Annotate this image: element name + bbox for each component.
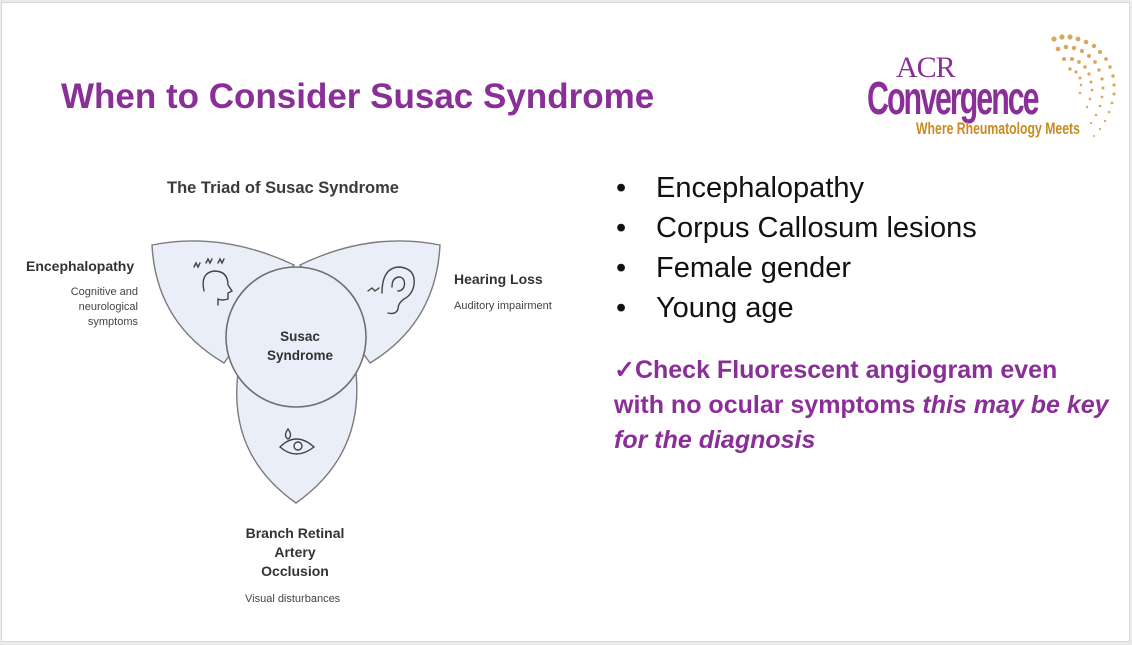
susac-center-circle [225,266,367,408]
logo-dots-graphic [1051,34,1116,137]
brao-heading-line1: Branch Retinal [245,525,345,541]
hearing-loss-description: Auditory impairment [454,300,552,312]
acr-convergence-logo: ACR Convergence Where Rheumatology Meets [864,29,1124,149]
brao-petal [236,372,358,504]
bullet-item: Young age [612,288,977,328]
slide-title: When to Consider Susac Syndrome [61,77,655,116]
check-mark-icon: ✓ [614,356,635,384]
ear-icon [367,266,415,315]
head-thinking-icon [193,257,234,306]
note-text: Check Fluorescent angiogram even with no… [614,356,1058,419]
brao-heading-line2: Artery [274,544,316,560]
encephalopathy-desc-line3: symptoms [87,316,138,328]
brao-description: Visual disturbances [245,593,341,605]
diagram-title: The Triad of Susac Syndrome [167,179,399,197]
bullet-item: Encephalopathy [612,168,977,208]
logo-convergence-text: Convergence [867,72,1040,124]
center-label-line1: Susac [280,329,320,344]
triad-venn-diagram: Susac Syndrome [151,240,441,504]
eye-drop-icon [278,427,316,455]
encephalopathy-description: Cognitive and neurological symptoms [42,285,138,330]
logo-acr-text: ACR [896,51,956,84]
logo-tagline: Where Rheumatology Meets [916,119,1080,138]
bullet-item: Corpus Callosum lesions [612,208,977,248]
note-emphasis: this may be key for the diagnosis [614,391,1109,454]
brao-heading: Branch Retinal Artery Occlusion [228,524,362,581]
bullet-item: Female gender [612,248,977,288]
center-label-line2: Syndrome [267,348,334,363]
angiogram-note: ✓Check Fluorescent angiogram even with n… [614,353,1114,458]
brao-heading-line3: Occlusion [261,563,329,579]
encephalopathy-heading: Encephalopathy [26,258,135,274]
encephalopathy-desc-line2: neurological [78,301,138,313]
criteria-bullet-list: Encephalopathy Corpus Callosum lesions F… [612,168,977,328]
encephalopathy-desc-line1: Cognitive and [70,286,138,298]
hearing-loss-heading: Hearing Loss [454,271,543,287]
